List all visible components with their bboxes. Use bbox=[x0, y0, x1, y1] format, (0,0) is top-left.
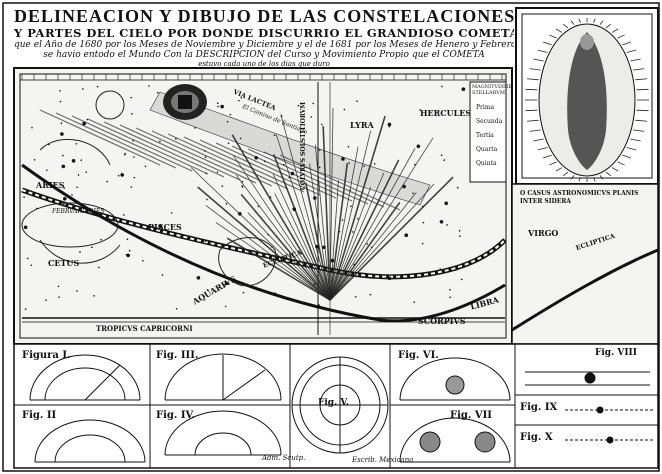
label-aries: ARIES bbox=[36, 180, 65, 190]
figure-2-diagram bbox=[34, 419, 146, 463]
fig-9-label: Fig. IX bbox=[520, 402, 558, 413]
fig-7-label: Fig. VII bbox=[450, 410, 492, 421]
label-lyra: LYRA bbox=[350, 120, 374, 130]
label-hercules: HERCULES bbox=[420, 108, 472, 118]
title-line-5: estuvo cada uno de los dias que duro bbox=[198, 60, 330, 68]
title-line-3: que el Año de 1680 por los Meses de Novi… bbox=[14, 40, 514, 50]
legend-box bbox=[469, 81, 507, 183]
perseus-figure bbox=[95, 90, 125, 120]
legend-item-5: Quinta bbox=[476, 160, 497, 167]
fig-6-label: Fig. VI. bbox=[398, 350, 439, 361]
legend-item-1: Prima bbox=[476, 104, 495, 111]
title-line-1: DELINEACION Y DIBUJO DE LAS CONSTELACION… bbox=[14, 6, 514, 26]
figure-4-diagram bbox=[164, 410, 282, 456]
fig-2-label: Fig. II bbox=[22, 410, 57, 421]
fig-8-label: Fig. VIII bbox=[595, 348, 637, 358]
virgin-of-guadalupe-panel bbox=[515, 7, 659, 185]
signature-mexico: Escrib. Mexicana bbox=[352, 456, 414, 464]
legend-item-3: Tertia bbox=[476, 132, 494, 139]
figures-panel bbox=[13, 343, 659, 469]
fig-10-label: Fig. X bbox=[520, 432, 553, 443]
label-virgo: VIRGO bbox=[528, 228, 559, 238]
degree-ticks bbox=[21, 74, 503, 80]
title-line-2: Y PARTES DEL CIELO POR DONDE DISCURRIO E… bbox=[14, 26, 514, 40]
star-map-frame bbox=[13, 67, 513, 345]
legend-item-2: Secunda bbox=[476, 118, 503, 125]
coat-of-arms bbox=[163, 84, 207, 120]
figure-6-diagram bbox=[399, 357, 511, 401]
figure-7-diagram bbox=[399, 417, 511, 463]
title-line-4: se havio entodo el Mundo Con la DESCRIPC… bbox=[43, 50, 485, 60]
label-scorpius: SCORPIVS bbox=[418, 316, 466, 326]
legend-item-4: Quarta bbox=[476, 146, 498, 153]
star-map-inner-frame bbox=[19, 73, 507, 339]
figure-3-diagram bbox=[164, 353, 282, 401]
map-extension-frame bbox=[511, 183, 659, 345]
label-colure: COLVRVS SOLSTITIORVM bbox=[300, 102, 307, 190]
fig-1-label: Figura I. bbox=[22, 350, 71, 361]
label-pisces: PISCES bbox=[148, 222, 182, 232]
cetus-figure bbox=[21, 202, 119, 248]
figure-1-diagram bbox=[29, 354, 141, 401]
legend-title: MAGNITVDINE STELLARVM bbox=[472, 84, 513, 96]
fig-3-label: Fig. III. bbox=[156, 350, 199, 361]
label-tropic: TROPICVS CAPRICORNI bbox=[96, 324, 193, 333]
virgin-figure bbox=[567, 32, 607, 170]
comet-tails bbox=[39, 108, 454, 301]
signature-engraver: Adm. Scutp. bbox=[262, 454, 306, 462]
label-orbis: O CASUS ASTRONOMICVS PLANIS INTER SIDERA bbox=[520, 190, 639, 205]
figure-8-diagram bbox=[525, 371, 650, 386]
comet-path-band bbox=[21, 163, 506, 323]
label-februarii: FEBRVARII DIES bbox=[52, 208, 105, 215]
figure-10-diagram bbox=[565, 436, 655, 444]
figure-5-diagram bbox=[291, 356, 389, 454]
aries-figure bbox=[39, 138, 111, 166]
label-cetus: CETUS bbox=[48, 258, 80, 268]
fig-5-label: Fig. V. bbox=[318, 398, 349, 408]
figure-9-diagram bbox=[565, 406, 655, 414]
aquarius-figure bbox=[218, 237, 277, 287]
fig-4-label: Fig. IV. bbox=[156, 410, 196, 421]
mandorla-rays bbox=[525, 18, 649, 182]
